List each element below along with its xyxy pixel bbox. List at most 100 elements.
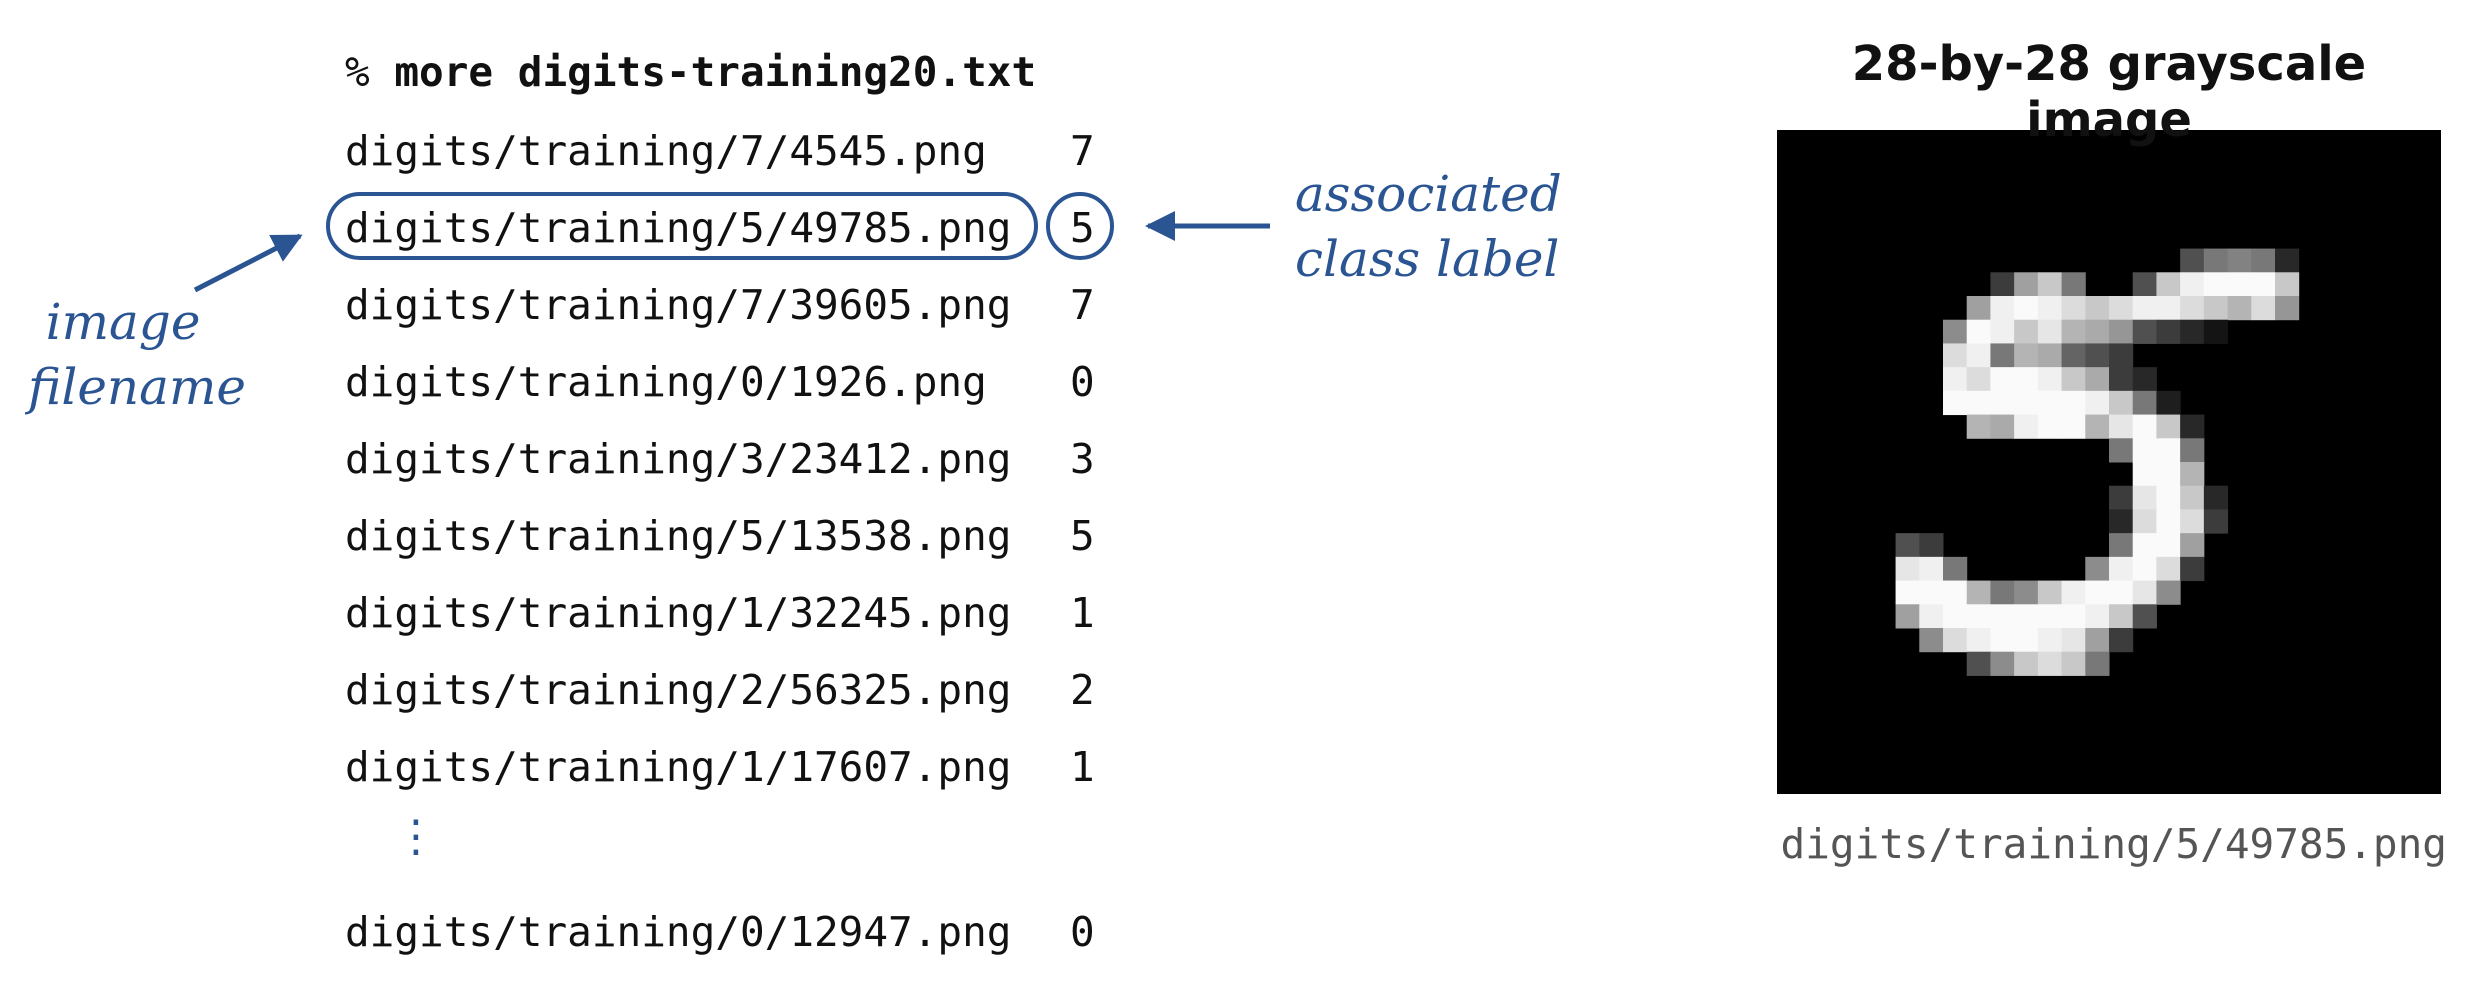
digit-pixel <box>1966 651 1991 676</box>
digit-pixel <box>1943 367 1968 392</box>
digit-pixel <box>2085 628 2110 653</box>
row-file-3: digits/training/7/39605.png <box>345 281 1012 329</box>
digit-pixel <box>1966 628 1991 653</box>
digit-pixel <box>2085 651 2110 676</box>
digit-pixel <box>1966 296 1991 321</box>
digit-pixel <box>2132 462 2157 487</box>
annotation-line: filename <box>28 358 246 416</box>
digit-pixel <box>2203 296 2229 321</box>
digit-pixel <box>2085 414 2110 439</box>
digit-pixel <box>2227 296 2252 321</box>
digit-pixel <box>2180 462 2205 487</box>
digit-pixel <box>2132 296 2157 321</box>
digit-pixel <box>2061 367 2086 392</box>
digit-pixel <box>1966 414 1991 439</box>
digit-image <box>1777 130 2441 794</box>
row-file-7: digits/training/1/32245.png <box>345 589 1012 637</box>
digit-pixel <box>1943 390 1968 416</box>
digit-pixel <box>2156 414 2181 439</box>
digit-pixel <box>2109 296 2134 321</box>
digit-pixel <box>2251 296 2276 321</box>
digit-pixel <box>1990 343 2015 368</box>
digit-pixel <box>2037 296 2063 321</box>
row-label-2: 5 <box>1070 204 1095 252</box>
digit-pixel <box>2203 248 2229 273</box>
digit-pixel <box>2061 319 2086 344</box>
digit-pixel <box>2085 343 2110 368</box>
digit-pixel <box>2037 628 2063 653</box>
digit-pixel <box>2156 438 2181 463</box>
digit-pixel <box>2014 367 2039 392</box>
digit-pixel <box>2156 272 2181 297</box>
digit-pixel <box>2156 485 2181 510</box>
digit-pixel <box>2203 272 2229 297</box>
digit-pixel <box>2156 533 2181 558</box>
digit-pixel <box>2109 485 2134 510</box>
digit-pixel <box>2037 319 2063 344</box>
row-file-1: digits/training/7/4545.png <box>345 127 987 175</box>
digit-pixel <box>2037 580 2063 605</box>
digit-pixel <box>2014 580 2039 605</box>
annotation-line: associated <box>1295 165 1562 223</box>
digit-pixel <box>2180 414 2205 439</box>
digit-pixel <box>2132 414 2157 439</box>
digit-pixel <box>2014 604 2039 629</box>
digit-pixel <box>2109 390 2134 416</box>
row-file-8: digits/training/2/56325.png <box>345 666 1012 714</box>
digit-pixel <box>1966 604 1991 629</box>
digit-pixel <box>2203 509 2229 534</box>
image-filename-annotation: image filename <box>28 290 246 420</box>
digit-pixel <box>2109 509 2134 534</box>
digit-pixel <box>2180 296 2205 321</box>
row-label-9: 1 <box>1070 743 1095 791</box>
digit-pixel <box>2180 319 2205 344</box>
digit-pixel <box>2014 390 2039 416</box>
digit-pixel <box>2109 414 2134 439</box>
digit-pixel <box>2275 296 2300 321</box>
digit-pixel <box>2156 296 2181 321</box>
digit-pixel <box>1895 556 1920 582</box>
command-line: % more digits-training20.txt <box>345 52 1036 93</box>
digit-pixel <box>1990 390 2015 416</box>
digit-pixel <box>2037 651 2063 676</box>
digit-pixel <box>1943 580 1968 605</box>
digit-pixel <box>2251 272 2276 297</box>
digit-pixel <box>1990 628 2015 653</box>
digit-pixel <box>2014 319 2039 344</box>
digit-pixel <box>2085 319 2110 344</box>
digit-pixel <box>2061 651 2086 676</box>
digit-pixel <box>1990 319 2015 344</box>
digit-pixel <box>2109 367 2134 392</box>
digit-pixel <box>2180 438 2205 463</box>
digit-pixel <box>2251 248 2276 273</box>
digit-pixel <box>1943 556 1968 582</box>
row-file-2: digits/training/5/49785.png <box>345 204 1012 252</box>
digit-pixel <box>2203 319 2229 344</box>
digit-pixel <box>2037 272 2063 297</box>
filename-arrow <box>193 233 303 293</box>
ellipsis: ⋮ <box>394 811 438 862</box>
digit-pixel <box>2180 485 2205 510</box>
digit-pixel <box>2156 319 2181 344</box>
digit-pixel <box>2037 343 2063 368</box>
row-label-4: 0 <box>1070 358 1095 406</box>
digit-pixel <box>1966 367 1991 392</box>
digit-pixel <box>2132 604 2157 629</box>
digit-pixel <box>2061 390 2086 416</box>
digit-pixel <box>2132 438 2157 463</box>
digit-pixel <box>1990 651 2015 676</box>
digit-pixel <box>2132 367 2157 392</box>
digit-pixel <box>2156 509 2181 534</box>
digit-pixel <box>1990 580 2015 605</box>
row-label-8: 2 <box>1070 666 1095 714</box>
digit-pixel <box>2109 604 2134 629</box>
digit-pixel <box>2037 414 2063 439</box>
row-label-6: 5 <box>1070 512 1095 560</box>
digit-pixel <box>2156 390 2181 416</box>
digit-pixel <box>2109 556 2134 582</box>
row-file-5: digits/training/3/23412.png <box>345 435 1012 483</box>
digit-pixel <box>2085 367 2110 392</box>
digit-pixel <box>2061 272 2086 297</box>
digit-pixel <box>2061 580 2086 605</box>
